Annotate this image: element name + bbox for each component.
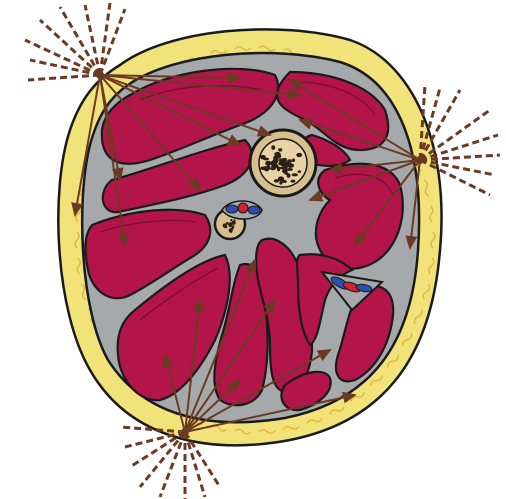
burst-spoke	[160, 432, 185, 497]
bone-dot	[284, 167, 287, 171]
bone-dot	[278, 162, 285, 166]
bone-dot	[296, 153, 302, 157]
bone-dot	[231, 221, 235, 225]
bone-dot	[232, 225, 235, 228]
burst-icon	[96, 71, 104, 79]
burst-spoke	[25, 40, 100, 75]
artery-1	[238, 203, 248, 213]
bone-dot	[228, 223, 232, 227]
bone-dot	[279, 181, 282, 184]
bone-dot	[260, 166, 266, 170]
bone-dot	[265, 161, 271, 166]
burst-icon	[181, 428, 189, 436]
bone-dot	[275, 154, 281, 159]
bone-dot	[270, 161, 276, 165]
burst-spoke	[30, 60, 100, 75]
bone-dot	[278, 148, 282, 151]
vein-1a	[226, 205, 238, 213]
bone-dot	[229, 228, 233, 232]
bone-dot	[287, 173, 291, 177]
bone-dot	[226, 222, 229, 225]
bone-dot	[266, 165, 270, 170]
burst-spoke	[28, 75, 100, 80]
bone-dot	[271, 145, 275, 150]
bone-dot	[260, 155, 265, 160]
bone-dot	[298, 170, 301, 173]
bone-dot	[274, 179, 279, 183]
bone-dot	[283, 158, 287, 162]
burst-icon	[416, 156, 424, 164]
bone-dot	[292, 159, 295, 162]
bone-tibia	[250, 130, 316, 196]
bone-dot	[291, 180, 296, 183]
bone-dot	[230, 219, 232, 221]
bone-dot	[292, 173, 298, 176]
vein-1b	[248, 206, 260, 214]
bone-dot	[288, 163, 293, 168]
